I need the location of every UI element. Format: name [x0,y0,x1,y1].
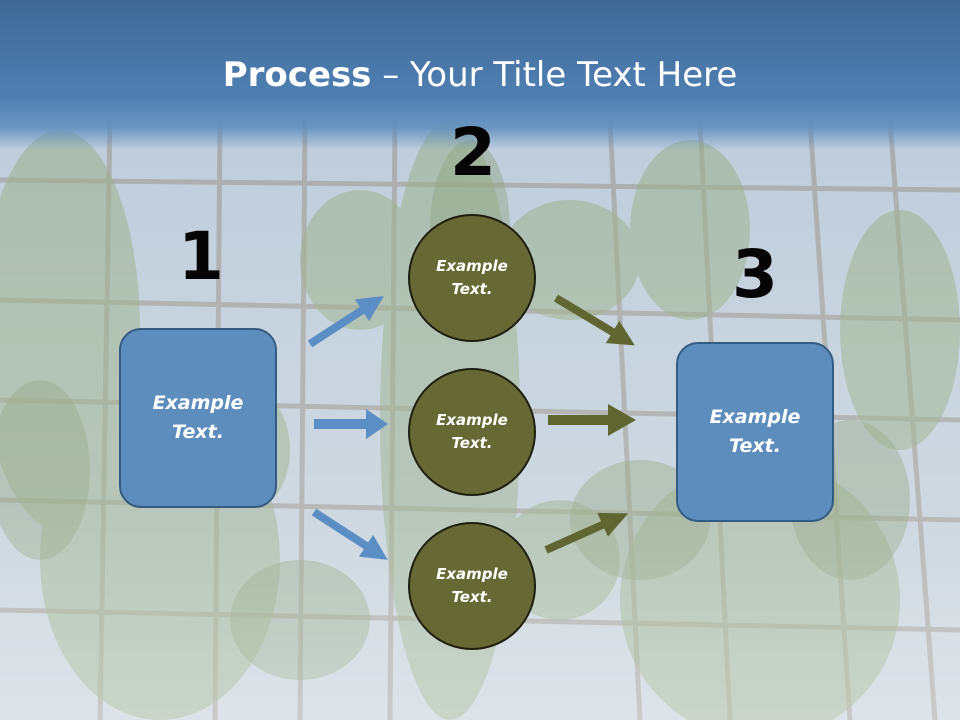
arrow-to-top-circle [307,296,384,348]
slide-title: Process – Your Title Text Here [0,52,960,98]
circle-middle-line1: Example [436,411,508,429]
input-box-line2: Text. [172,421,224,443]
step-circle-middle: Example Text. [408,368,536,496]
step-number-2: 2 [450,114,496,191]
input-box-line1: Example [152,392,244,414]
step-circle-top: Example Text. [408,214,536,342]
step-number-3: 3 [732,236,778,313]
step-number-1: 1 [178,218,224,295]
arrow-middle-to-result [548,404,636,436]
circle-bottom-line1: Example [436,565,508,583]
circle-bottom-line2: Text. [451,588,493,606]
step-circle-bottom: Example Text. [408,522,536,650]
input-box: Example Text. [119,328,277,508]
output-box: Example Text. [676,342,834,522]
title-rest: – Your Title Text Here [371,55,738,95]
output-box-line1: Example [709,406,801,428]
circle-middle-line2: Text. [451,434,493,452]
title-bold: Process [222,55,372,95]
output-box-line2: Text. [729,435,781,457]
arrow-top-to-result [553,294,635,346]
arrow-bottom-to-result [544,512,629,554]
circle-top-line2: Text. [451,280,493,298]
circle-top-line1: Example [436,257,508,275]
title-banner [0,0,960,150]
arrow-to-bottom-circle [311,508,388,560]
arrow-to-middle-circle [314,409,388,439]
